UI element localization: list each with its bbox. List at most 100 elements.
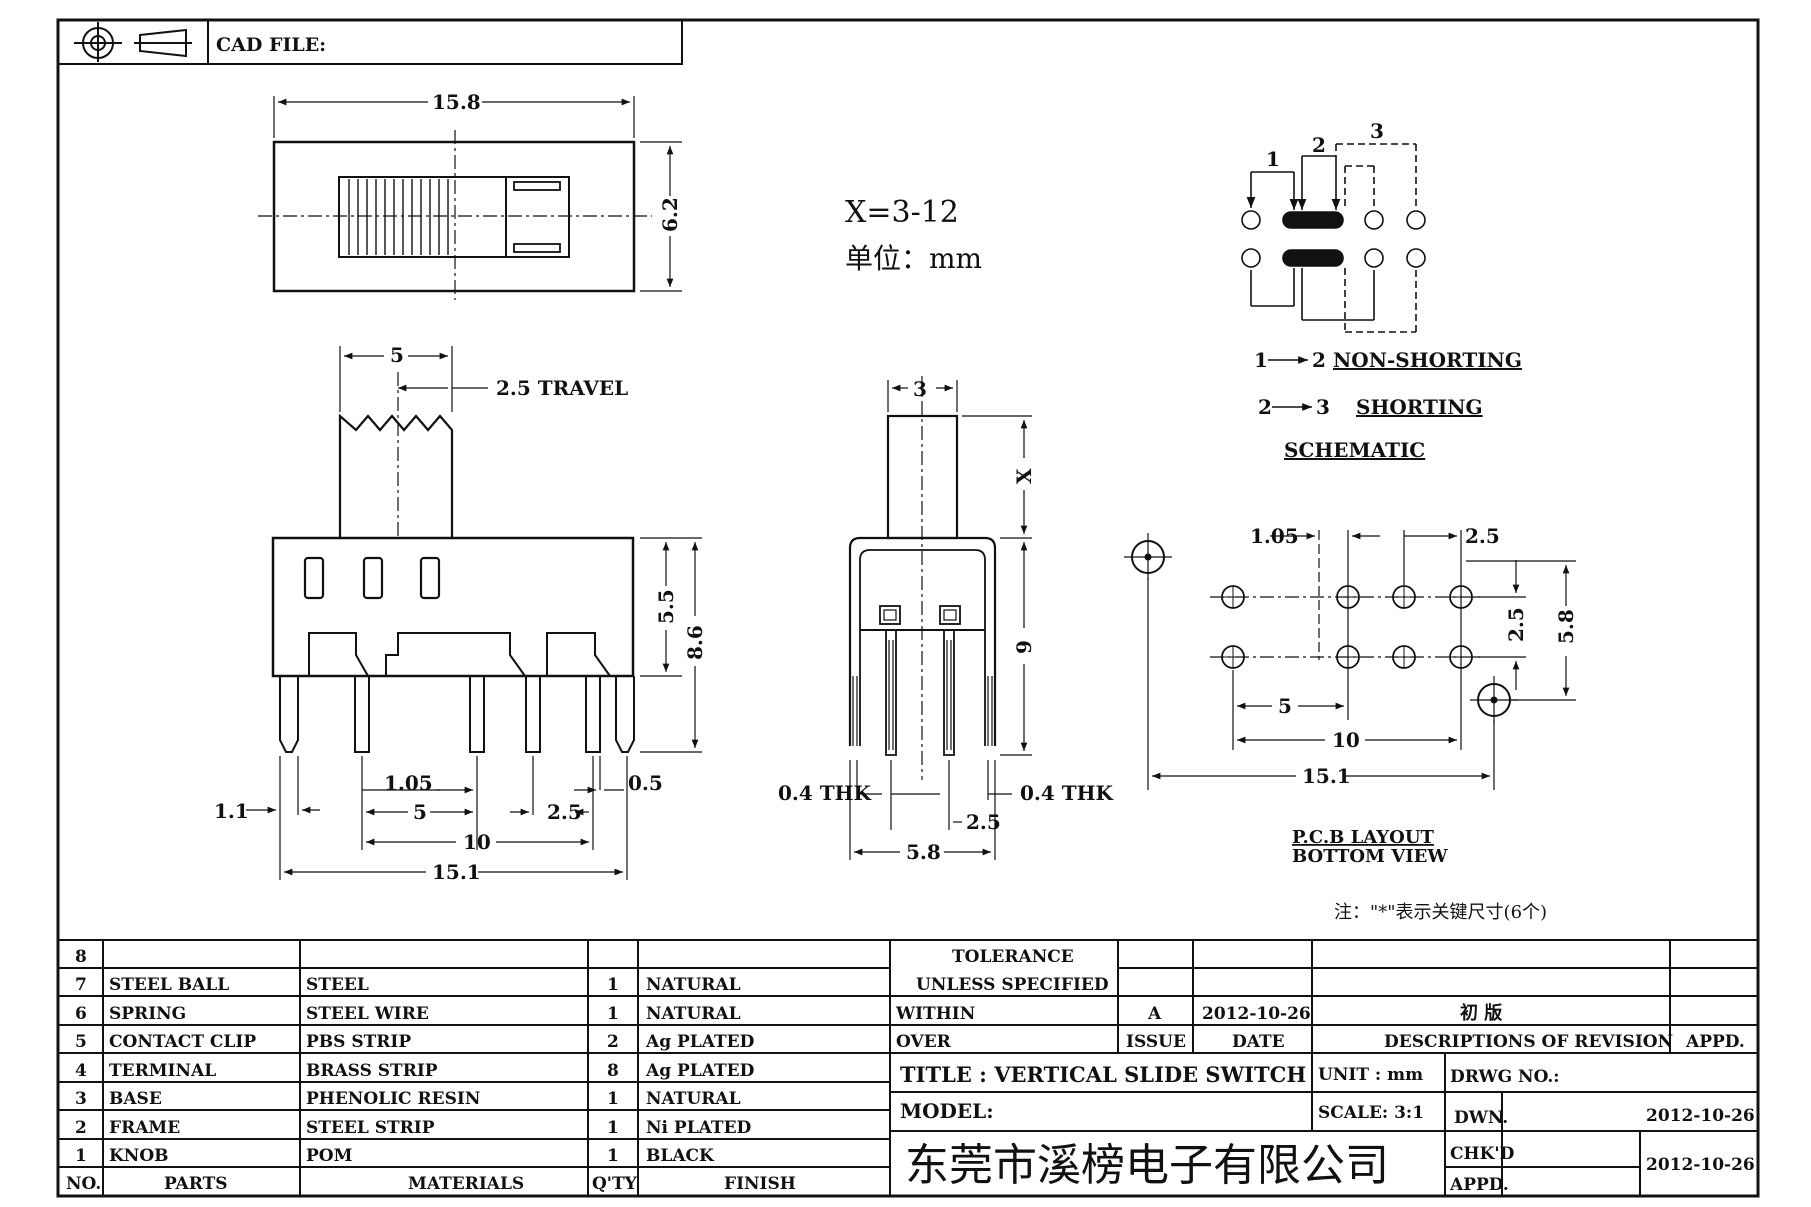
- end-thk-left: 0.4 THK: [778, 781, 872, 805]
- bom-qty: 1: [607, 1089, 619, 1109]
- bom-header-no: NO.: [66, 1174, 101, 1194]
- bom-header-finish: FINISH: [724, 1174, 796, 1194]
- bom-material: PHENOLIC RESIN: [306, 1089, 480, 1109]
- bom-row-1: 1 KNOB POM 1 BLACK: [75, 1146, 715, 1166]
- bom-header-qty: Q'TY: [592, 1174, 638, 1194]
- side-knob-dim: 5: [390, 343, 404, 367]
- side-dim-5: 5: [413, 800, 427, 824]
- schematic-legend: 1 2 NON-SHORTING 2 3 SHORTING SCHEMATIC: [1254, 348, 1522, 462]
- bom-qty: 2: [607, 1032, 619, 1052]
- bom-row-2: 2 FRAME STEEL STRIP 1 Ni PLATED: [75, 1118, 752, 1138]
- end-view: [848, 376, 1032, 860]
- pcb-dim-2-5-side: 2.5: [1504, 607, 1528, 642]
- bom-qty: 1: [607, 1004, 619, 1024]
- bom-finish: Ag PLATED: [645, 1061, 755, 1081]
- bom-header-parts: PARTS: [164, 1174, 228, 1194]
- bom-part: STEEL BALL: [109, 975, 229, 995]
- tolerance-label: TOLERANCE: [952, 947, 1074, 967]
- pcb-dim-5-8: 5.8: [1554, 609, 1578, 644]
- end-dim-5-8: 5.8: [906, 840, 941, 864]
- schematic-pin-2: 2: [1312, 133, 1326, 157]
- scale-label: SCALE: 3:1: [1318, 1103, 1424, 1123]
- pcb-layout: [1124, 530, 1576, 790]
- bom-no: 6: [75, 1004, 87, 1024]
- bom-row-4: 4 TERMINAL BRASS STRIP 8 Ag PLATED: [75, 1061, 755, 1081]
- bom-no: 2: [75, 1118, 87, 1138]
- side-dim-10: 10: [463, 830, 491, 854]
- sheet-border: [56, 18, 1760, 1198]
- bom-finish: Ag PLATED: [645, 1032, 755, 1052]
- bom-finish: NATURAL: [646, 975, 741, 995]
- legend2-to: 3: [1316, 395, 1330, 419]
- top-view: [258, 96, 682, 300]
- bom-qty: 1: [607, 975, 619, 995]
- bom-no: 7: [75, 975, 87, 995]
- over-label: OVER: [896, 1032, 952, 1052]
- top-height-dim: 6.2: [658, 197, 682, 232]
- end-dim-2-5: 2.5: [966, 810, 1001, 834]
- bom-row-7: 7 STEEL BALL STEEL 1 NATURAL: [75, 975, 741, 995]
- within-label: WITHIN: [895, 1004, 975, 1024]
- revision-description: 初 版: [1460, 1002, 1502, 1024]
- bom-rows: 8 7 STEEL BALL STEEL 1 NATURAL 6 SPRING …: [66, 947, 796, 1194]
- schematic-title: SCHEMATIC: [1284, 438, 1425, 462]
- schematic-pin-3: 3: [1370, 119, 1384, 143]
- title-block: TOLERANCE UNLESS SPECIFIED WITHIN OVER A…: [895, 947, 1755, 1195]
- descriptions-of-revision-label: DESCRIPTIONS OF REVISION: [1384, 1032, 1673, 1052]
- bom-part: TERMINAL: [109, 1061, 216, 1081]
- pcb-title-line1: P.C.B LAYOUT: [1292, 827, 1435, 848]
- bom-material: PBS STRIP: [306, 1032, 411, 1052]
- bom-material: STEEL: [306, 975, 369, 995]
- end-thk-right: 0.4 THK: [1020, 781, 1114, 805]
- bom-finish: NATURAL: [646, 1004, 741, 1024]
- unit-label: UNIT : mm: [1318, 1065, 1423, 1085]
- bom-part: BASE: [109, 1089, 162, 1109]
- bom-no: 3: [75, 1089, 87, 1109]
- bom-qty: 1: [607, 1118, 619, 1138]
- bom-qty: 8: [607, 1061, 619, 1081]
- issue-label: ISSUE: [1126, 1032, 1186, 1052]
- unit-note: 单位：mm: [845, 242, 982, 275]
- dwn-label: DWN.: [1454, 1108, 1508, 1128]
- cad-file-label: CAD FILE:: [216, 34, 326, 56]
- end-dim-9: 9: [1012, 640, 1036, 654]
- pcb-dim-15-1: 15.1: [1302, 764, 1351, 788]
- chkd-date: 2012-10-26: [1646, 1155, 1755, 1175]
- legend1-from: 1: [1254, 348, 1268, 372]
- legend1-text: NON-SHORTING: [1333, 348, 1522, 372]
- footnote: 注："*"表示关键尺寸(6个): [1334, 902, 1547, 923]
- pcb-dim-10: 10: [1332, 728, 1360, 752]
- dwn-date: 2012-10-26: [1646, 1106, 1755, 1126]
- side-dim-15-1: 15.1: [432, 860, 481, 884]
- top-width-dim: 15.8: [432, 90, 481, 114]
- bom-finish: NATURAL: [646, 1089, 741, 1109]
- bom-part: CONTACT CLIP: [109, 1032, 256, 1052]
- schematic-pin-1: 1: [1266, 147, 1280, 171]
- side-dim-1-05: 1.05: [384, 771, 433, 795]
- bom-material: STEEL STRIP: [306, 1118, 435, 1138]
- bom-no: 8: [75, 947, 87, 967]
- pcb-dim-5: 5: [1278, 694, 1292, 718]
- side-dim-2-5: 2.5: [547, 800, 582, 824]
- schematic-diagram: [1241, 143, 1426, 333]
- side-dim-1-1: 1.1: [214, 799, 249, 823]
- pcb-title-line2: BOTTOM VIEW: [1292, 846, 1448, 867]
- bom-no: 1: [75, 1146, 87, 1166]
- revision-date: 2012-10-26: [1202, 1004, 1311, 1024]
- date-label: DATE: [1232, 1032, 1285, 1052]
- projection-symbol-icon: [74, 22, 192, 62]
- bom-row-3: 3 BASE PHENOLIC RESIN 1 NATURAL: [75, 1089, 741, 1109]
- bom-part: KNOB: [109, 1146, 169, 1166]
- appd-signoff-label: APPD.: [1449, 1175, 1509, 1195]
- bom-header-row: NO. PARTS MATERIALS Q'TY FINISH: [66, 1174, 796, 1194]
- x-range-note: X=3-12: [845, 195, 959, 230]
- company-name: 东莞市溪榜电子有限公司: [905, 1140, 1389, 1191]
- revision-issue: A: [1147, 1004, 1162, 1024]
- bom-finish: BLACK: [646, 1146, 715, 1166]
- bom-part: SPRING: [109, 1004, 186, 1024]
- bom-no: 4: [75, 1061, 87, 1081]
- side-view: [246, 346, 702, 880]
- side-dim-5-5: 5.5: [654, 589, 678, 624]
- side-dim-8-6: 8.6: [683, 625, 707, 660]
